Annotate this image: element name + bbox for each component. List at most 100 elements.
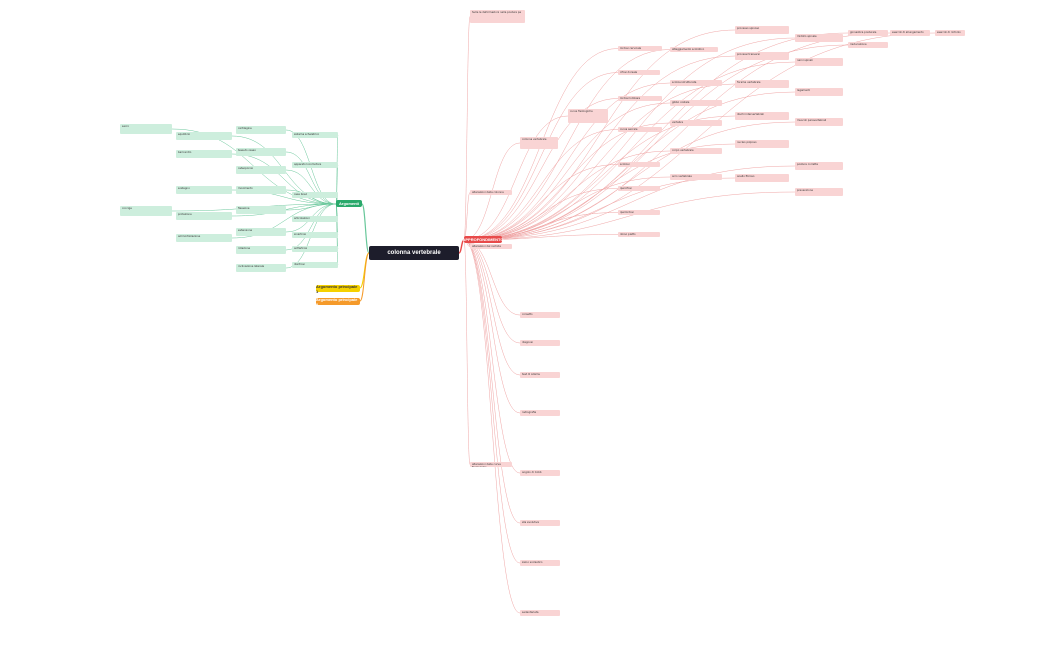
- connector-line: [463, 16, 471, 241]
- connector-line: [463, 239, 521, 524]
- map-node-r38[interactable]: diagnosi: [520, 340, 560, 346]
- connector-line: [463, 239, 521, 564]
- map-node-r10[interactable]: curva sacrale: [618, 127, 662, 132]
- map-node-l7[interactable]: diartrosi: [292, 262, 338, 268]
- map-node-r11[interactable]: scoliosi: [618, 162, 660, 167]
- central-topic[interactable]: colonna vertebrale: [369, 246, 459, 260]
- map-node-r5[interactable]: colonna vertebrale: [520, 137, 558, 149]
- map-node-r27[interactable]: midollo spinale: [795, 34, 843, 42]
- map-node-r43[interactable]: zaino scolastico: [520, 560, 560, 566]
- connector-line: [463, 239, 521, 474]
- map-node-r29[interactable]: legamenti: [795, 88, 843, 96]
- map-node-l16[interactable]: equilibrio: [176, 132, 232, 140]
- map-node-r15[interactable]: atteggiamento scoliotico: [670, 47, 718, 52]
- map-node-r31[interactable]: postura corretta: [795, 162, 843, 170]
- map-node-r36[interactable]: esercizi di rinforzo: [935, 30, 965, 36]
- map-node-l3[interactable]: ossa brevi: [292, 192, 338, 198]
- map-node-r35[interactable]: esercizi di allungamento: [890, 30, 930, 36]
- map-node-r22[interactable]: processi trasversi: [735, 52, 789, 60]
- map-node-r28[interactable]: nervi spinali: [795, 58, 843, 66]
- connector-line: [463, 32, 891, 241]
- connector-line: [463, 129, 619, 241]
- map-node-r14[interactable]: dorso piatto: [618, 232, 660, 237]
- map-node-l15[interactable]: inclinazione laterale: [236, 264, 286, 272]
- map-node-l10[interactable]: osteoporosi: [236, 166, 286, 174]
- map-node-r24[interactable]: dischi intervertebrali: [735, 112, 789, 120]
- map-node-l12[interactable]: flessione: [236, 206, 286, 214]
- connector-line: [463, 191, 796, 241]
- map-node-r8[interactable]: cifosi dorsale: [618, 70, 660, 75]
- connector-line: [285, 203, 337, 251]
- map-node-l9[interactable]: tessuto osseo: [236, 148, 286, 156]
- connector-line: [463, 49, 671, 241]
- map-node-l18[interactable]: sostegno: [176, 186, 232, 194]
- map-node-r44[interactable]: sedentarieta: [520, 610, 560, 616]
- map-node-r3[interactable]: alterazioni del rachide: [470, 244, 512, 249]
- connector-line: [463, 61, 796, 241]
- map-node-r25[interactable]: nucleo polposo: [735, 140, 789, 148]
- connector-line: [359, 252, 370, 289]
- map-node-r37[interactable]: corsetto: [520, 312, 560, 318]
- map-node-r41[interactable]: angolo di Cobb: [520, 470, 560, 476]
- map-node-l6[interactable]: anfiartrosi: [292, 246, 338, 252]
- map-node-r2[interactable]: alterazioni della colonna: [470, 190, 512, 195]
- map-node-r30[interactable]: muscoli paravertebrali: [795, 118, 843, 126]
- map-node-r13[interactable]: iperlordosi: [618, 210, 660, 215]
- connector-line: [463, 32, 849, 241]
- map-node-r20[interactable]: arco vertebrale: [670, 174, 722, 180]
- map-node-r18[interactable]: vertebre: [670, 120, 722, 126]
- connector-line: [458, 239, 465, 254]
- map-node-l20[interactable]: ammortizzazione: [176, 234, 232, 242]
- map-node-r1[interactable]: Sulle le deformazioni nella postura pe: [470, 10, 525, 23]
- map-node-r40[interactable]: radiografia: [520, 410, 560, 416]
- branch-argomento-principale-2[interactable]: Argomento principale 2: [316, 297, 360, 307]
- map-node-l13[interactable]: estensione: [236, 228, 286, 236]
- map-node-l14[interactable]: rotazione: [236, 246, 286, 254]
- connector-line: [359, 252, 370, 302]
- map-node-r21[interactable]: processo spinoso: [735, 26, 789, 34]
- connector-line: [285, 169, 337, 205]
- map-node-r26[interactable]: anello fibroso: [735, 174, 789, 182]
- map-node-r34[interactable]: rieducazione: [848, 42, 888, 48]
- map-node-l2[interactable]: apparato locomotore: [292, 162, 338, 168]
- connector-line: [463, 32, 936, 241]
- map-node-r33[interactable]: ginnastica posturale: [848, 30, 888, 36]
- map-node-r17[interactable]: gibbo costale: [670, 100, 722, 106]
- map-node-l17[interactable]: baricentro: [176, 150, 232, 158]
- connector-line: [463, 239, 521, 414]
- connector-line: [231, 153, 337, 205]
- map-node-r7[interactable]: lordosi cervicale: [618, 46, 662, 51]
- map-node-l8[interactable]: cartilagine: [236, 126, 286, 134]
- map-node-r16[interactable]: scoliosi strutturata: [670, 80, 722, 86]
- connector-line: [463, 192, 471, 241]
- connector-line: [463, 239, 521, 614]
- connector-line: [361, 203, 370, 254]
- connector-line: [463, 83, 736, 241]
- map-node-l4[interactable]: articolazioni: [292, 216, 338, 222]
- connector-line: [463, 72, 619, 241]
- map-node-r4[interactable]: alterazioni delle curve fisiologiche: [470, 462, 512, 467]
- map-node-r42[interactable]: eta evolutiva: [520, 520, 560, 526]
- connector-line: [463, 164, 619, 241]
- branch-argomenti[interactable]: Argomenti: [336, 200, 362, 207]
- connector-line: [463, 37, 796, 241]
- map-node-l22[interactable]: coccige: [120, 206, 172, 216]
- map-node-r39[interactable]: test di Adams: [520, 372, 560, 378]
- map-node-r12[interactable]: ipercifosi: [618, 186, 660, 191]
- connector-line: [285, 151, 337, 205]
- map-node-l21[interactable]: sacro: [120, 124, 172, 134]
- map-node-l1[interactable]: sistema scheletrico: [292, 132, 338, 138]
- connector-line: [463, 165, 796, 241]
- map-node-r19[interactable]: corpo vertebrale: [670, 148, 722, 154]
- branch-argomento-principale-1[interactable]: Argomento principale 1: [316, 284, 360, 294]
- map-node-r23[interactable]: forame vertebrale: [735, 80, 789, 88]
- map-node-r9[interactable]: lordosi lombare: [618, 96, 662, 101]
- connector-line: [463, 82, 671, 241]
- branch-approfondimento[interactable]: APPROFONDIMENTO: [462, 236, 504, 243]
- map-node-r32[interactable]: prevenzione: [795, 188, 843, 196]
- map-node-r6[interactable]: curve fisiologiche: [568, 109, 608, 123]
- map-node-l5[interactable]: sinartrosi: [292, 232, 338, 238]
- map-node-l19[interactable]: protezione: [176, 212, 232, 220]
- map-node-l11[interactable]: movimento: [236, 186, 286, 194]
